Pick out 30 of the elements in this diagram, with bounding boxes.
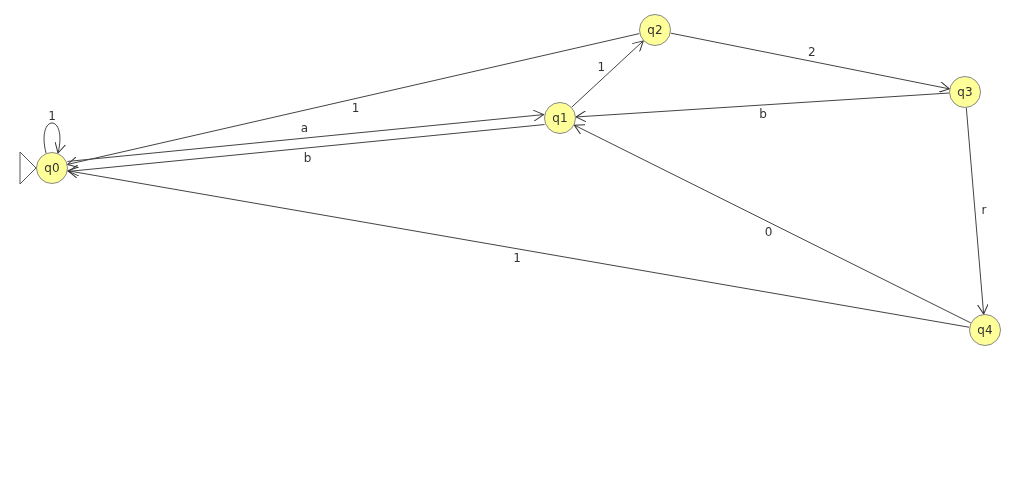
edge-label: 1: [351, 101, 360, 114]
transition-arrow: [67, 33, 640, 169]
state-circle: [36, 152, 68, 184]
state-circle: [969, 314, 1001, 346]
state-label: q1: [552, 111, 568, 125]
edge-label: 1: [48, 110, 56, 122]
state-circle: [639, 14, 671, 46]
edge-label: 1: [513, 251, 521, 264]
state-label: q4: [977, 323, 993, 337]
edge-label: 1: [597, 61, 606, 74]
edge-label: a: [300, 122, 309, 135]
state-label: q3: [957, 85, 973, 99]
transition-arrow: [670, 32, 950, 93]
state-circle: [544, 102, 576, 134]
transition-arrow: [965, 107, 989, 315]
state-circle: [949, 76, 981, 108]
transition-arrow: [575, 92, 950, 123]
edge-label: 2: [807, 46, 816, 59]
transition-arrow: [67, 124, 546, 177]
state-label: q0: [44, 161, 60, 175]
edge-label: b: [759, 107, 767, 120]
edge-label: 0: [764, 226, 773, 239]
transition-arrow: [67, 166, 970, 328]
transition-arrow: [66, 109, 545, 162]
transition-arrow: [571, 40, 644, 108]
edge-label: b: [303, 151, 312, 164]
edge-label: r: [981, 204, 987, 217]
state-label: q2: [647, 23, 663, 37]
transition-arrow: [573, 124, 972, 324]
transition-arrow: [43, 122, 66, 154]
